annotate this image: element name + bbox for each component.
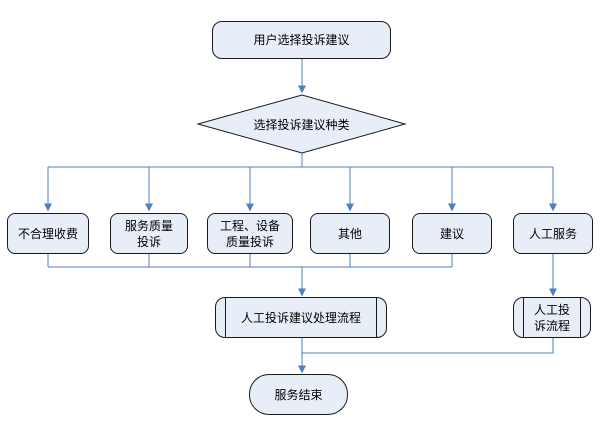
node-engineering-equipment-complaint: 工程、设备 质量投诉: [207, 213, 293, 254]
node-end: 服务结束: [249, 374, 348, 415]
node-suggestion-label: 建议: [439, 226, 464, 241]
connector-right-process-join: [302, 338, 554, 354]
node-start: 用户选择投诉建议: [212, 21, 391, 59]
predefined-side-bar: [376, 298, 377, 337]
node-service-quality-line2: 投诉: [136, 234, 161, 249]
node-decision: 选择投诉建议种类: [198, 95, 405, 153]
node-other-label: 其他: [337, 226, 362, 241]
node-unreasonable-fee: 不合理收费: [7, 213, 89, 254]
node-service-quality-complaint: 服务质量 投诉: [110, 213, 188, 254]
predefined-side-bar: [580, 298, 581, 337]
node-manual-complaint-process-line1: 人工投: [533, 302, 570, 317]
predefined-side-bar: [523, 298, 524, 337]
node-engineering-equipment-line2: 质量投诉: [225, 234, 274, 249]
node-unreasonable-fee-label: 不合理收费: [17, 226, 78, 241]
node-engineering-equipment-line1: 工程、设备: [219, 218, 280, 233]
decision-diamond-shape: [196, 94, 407, 154]
node-manual-complaint-process-line2: 诉流程: [533, 318, 570, 333]
node-service-quality-line1: 服务质量: [124, 218, 173, 233]
node-manual-complaint-suggestion-process: 人工投诉建议处理流程: [215, 297, 387, 338]
node-suggestion: 建议: [412, 213, 492, 254]
node-other: 其他: [310, 213, 390, 254]
predefined-side-bar: [225, 298, 226, 337]
node-manual-service-label: 人工服务: [528, 226, 577, 241]
node-manual-complaint-process: 人工投 诉流程: [513, 297, 591, 338]
node-start-label: 用户选择投诉建议: [253, 33, 350, 47]
node-end-label: 服务结束: [274, 387, 323, 402]
node-manual-service: 人工服务: [513, 213, 593, 254]
node-decision-label: 选择投诉建议种类: [253, 117, 350, 132]
node-manual-complaint-suggestion-process-label: 人工投诉建议处理流程: [240, 310, 361, 325]
